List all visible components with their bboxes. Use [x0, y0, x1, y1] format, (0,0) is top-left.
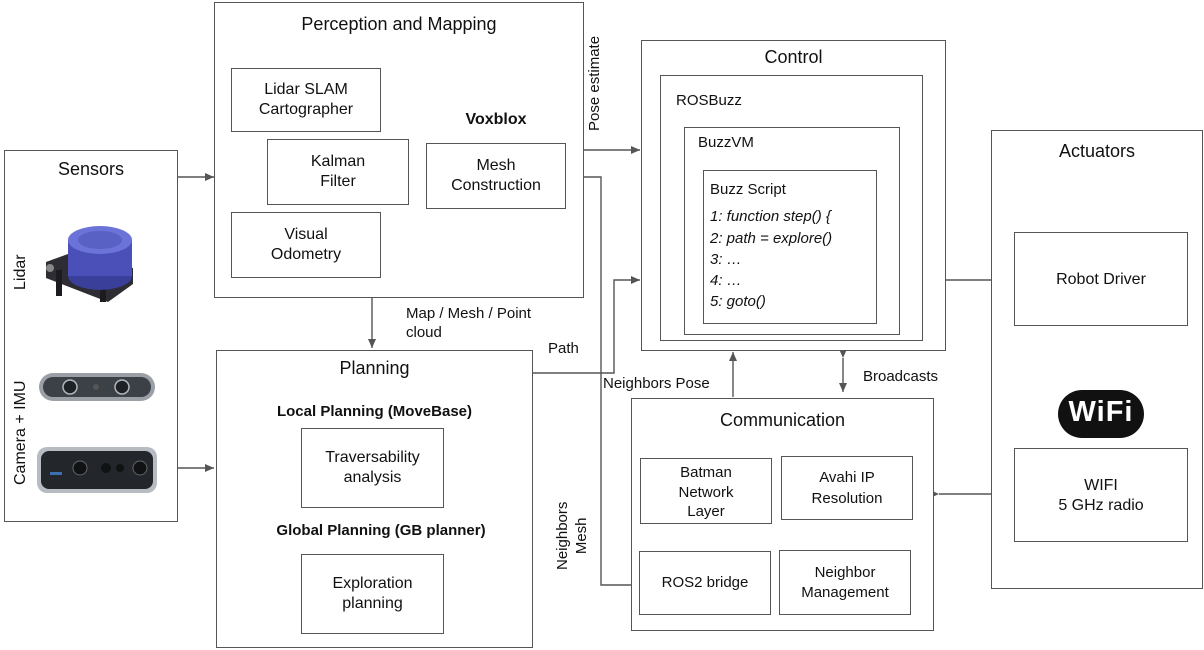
script-line-3: 3: …: [710, 251, 742, 268]
local-planning-label: Local Planning (MoveBase): [276, 403, 473, 420]
batman-box: [640, 458, 772, 524]
sensors-title: Sensors: [57, 159, 125, 179]
kalman-filter-label: Kalman Filter: [310, 153, 366, 190]
avahi-box: [781, 456, 913, 520]
script-line-2: 2: path = explore(): [710, 230, 833, 247]
mesh-construction-label: Mesh Construction: [451, 157, 541, 194]
robot-driver-label: Robot Driver: [1056, 271, 1146, 288]
batman-label: Batman Network Layer: [678, 464, 734, 520]
robot-driver-box: [1014, 232, 1188, 326]
actuators-title: Actuators: [1058, 141, 1136, 161]
voxblox-label: Voxblox: [465, 111, 527, 128]
neighbors-mesh-label: Neighbors Mesh: [554, 501, 590, 570]
tracking-camera-image: [39, 373, 155, 401]
neighbors-pose-label: Neighbors Pose: [603, 375, 710, 392]
depth-camera-image: [37, 447, 157, 493]
buzz-script-title: Buzz Script: [710, 181, 786, 198]
buzzvm-label: BuzzVM: [698, 134, 754, 151]
script-line-1: 1: function step() {: [710, 208, 831, 225]
global-planning-label: Global Planning (GB planner): [276, 522, 486, 539]
ros2-bridge-box: [639, 551, 771, 615]
kalman-filter-box: [267, 139, 409, 205]
planning-title: Planning: [339, 358, 410, 378]
script-line-5: 5: goto(): [710, 293, 766, 310]
map-mesh-label: Map / Mesh / Point cloud: [406, 305, 532, 341]
exploration-planning-label: Exploration planning: [332, 575, 413, 612]
control-title: Control: [764, 47, 823, 67]
neighbor-management-label: Neighbor Management: [801, 564, 889, 602]
traversability-label: Traversability analysis: [325, 449, 420, 486]
ros2-bridge-label: ROS2 bridge: [661, 574, 749, 591]
wifi-logo: [1058, 390, 1144, 438]
buzz-script-box: [703, 170, 877, 324]
pose-estimate-label: Pose estimate: [586, 35, 603, 131]
path-label: Path: [548, 340, 579, 357]
broadcasts-label: Broadcasts: [863, 368, 939, 385]
rosbuzz-label: ROSBuzz: [676, 92, 742, 109]
communication-title: Communication: [719, 410, 846, 430]
script-line-4: 4: …: [710, 272, 742, 289]
lidar-device-image: [46, 226, 133, 302]
camera-imu-label: Camera + IMU: [12, 380, 29, 485]
wifi-radio-box: [1014, 448, 1188, 542]
exploration-planning-box: [301, 554, 444, 634]
neighbor-management-box: [779, 550, 911, 615]
perception-title: Perception and Mapping: [301, 14, 497, 34]
avahi-label: Avahi IP Resolution: [811, 469, 883, 507]
wifi-radio-label: WIFI 5 GHz radio: [1058, 477, 1144, 514]
arrow-path: [533, 276, 640, 374]
wifi-logo-text: WiFi: [1068, 396, 1134, 428]
visual-odometry-box: [231, 212, 381, 278]
traversability-box: [301, 428, 444, 508]
lidar-slam-label: Lidar SLAM Cartographer: [258, 81, 354, 118]
lidar-label: Lidar: [12, 254, 29, 290]
visual-odometry-label: Visual Odometry: [270, 226, 342, 263]
mesh-construction-box: [426, 143, 566, 209]
lidar-slam-box: [231, 68, 381, 132]
